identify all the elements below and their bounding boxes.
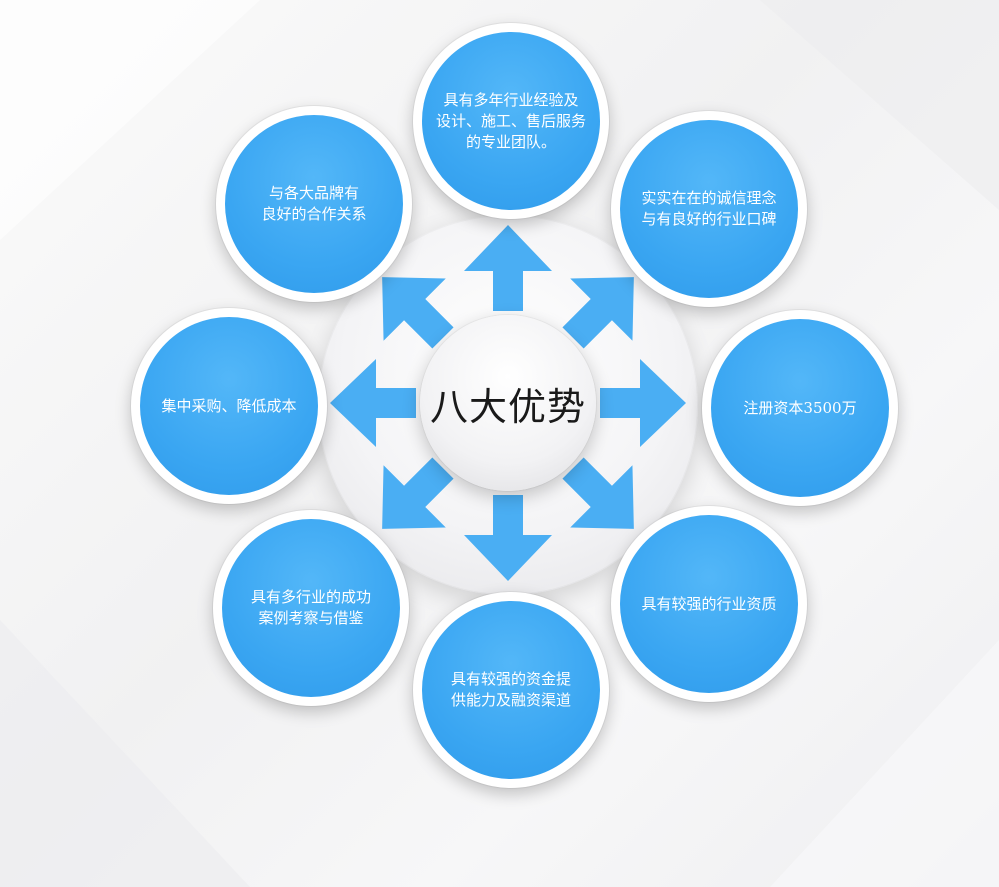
arrow-right-icon bbox=[600, 359, 686, 447]
arrow-left-icon bbox=[330, 359, 416, 447]
node-top-left-text: 与各大品牌有 良好的合作关系 bbox=[261, 184, 367, 223]
arrow-bottom-left-icon bbox=[382, 457, 454, 529]
center-hub: 八大优势 bbox=[420, 315, 596, 491]
node-left: 集中采购、降低成本 bbox=[131, 308, 327, 504]
arrow-top-right-icon bbox=[562, 277, 634, 349]
node-bottom-left: 具有多行业的成功 案例考察与借鉴 bbox=[213, 510, 409, 706]
node-top: 具有多年行业经验及 设计、施工、售后服务 的专业团队。 bbox=[413, 23, 609, 219]
node-top-left: 与各大品牌有 良好的合作关系 bbox=[216, 106, 412, 302]
center-title: 八大优势 bbox=[429, 384, 586, 429]
node-top-text: 具有多年行业经验及 设计、施工、售后服务 的专业团队。 bbox=[436, 90, 587, 151]
arrow-top-left-icon bbox=[382, 277, 454, 349]
node-left-text: 集中采购、降低成本 bbox=[161, 396, 297, 415]
node-bottom: 具有较强的资金提 供能力及融资渠道 bbox=[413, 592, 609, 788]
node-top-right-text: 实实在在的诚信理念 与有良好的行业口碑 bbox=[641, 189, 777, 228]
node-right: 注册资本3500万 bbox=[702, 310, 898, 506]
node-bottom-text: 具有较强的资金提 供能力及融资渠道 bbox=[450, 670, 571, 709]
arrow-bottom-icon bbox=[464, 495, 552, 581]
node-bottom-left-text: 具有多行业的成功 案例考察与借鉴 bbox=[250, 588, 371, 627]
node-top-right: 实实在在的诚信理念 与有良好的行业口碑 bbox=[611, 111, 807, 307]
arrow-bottom-right-icon bbox=[562, 457, 634, 529]
node-right-text: 注册资本3500万 bbox=[743, 398, 857, 417]
arrow-top-icon bbox=[464, 225, 552, 311]
node-bottom-right: 具有较强的行业资质 bbox=[611, 506, 807, 702]
node-bottom-right-text: 具有较强的行业资质 bbox=[641, 594, 777, 613]
